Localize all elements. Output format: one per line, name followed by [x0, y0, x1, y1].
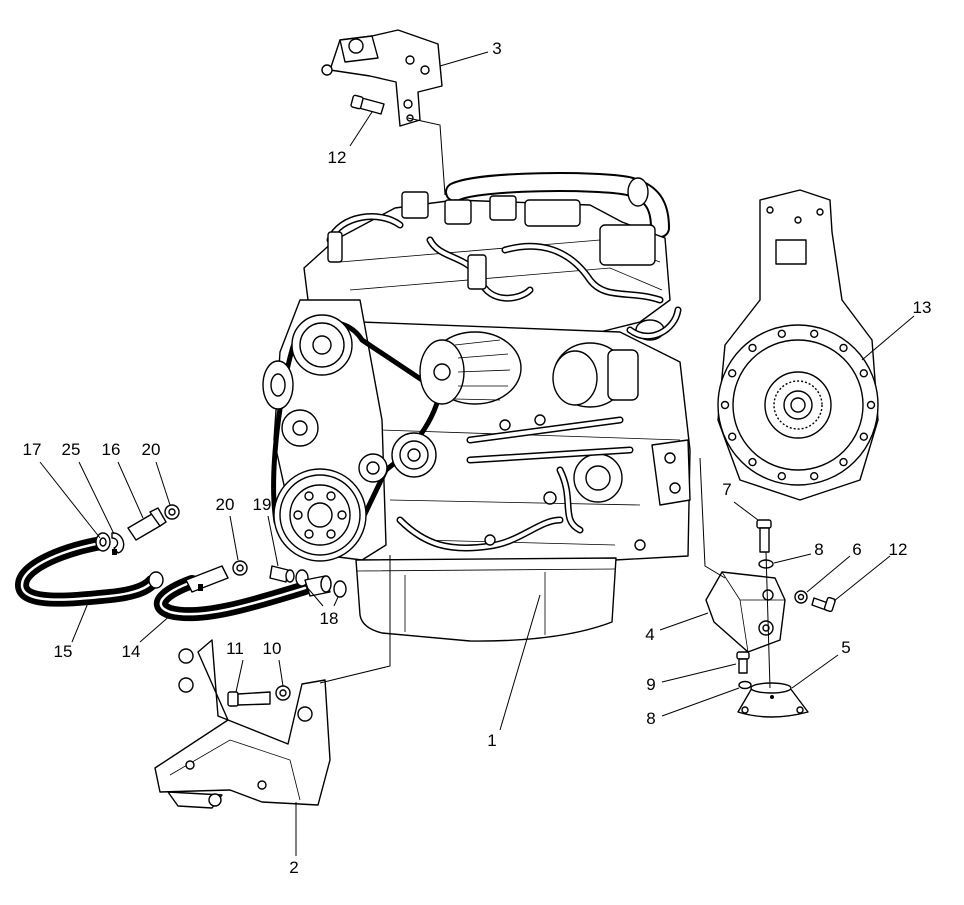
block-bolt — [499, 419, 511, 431]
callout-5: 5 — [841, 638, 850, 657]
callout-18: 18 — [320, 609, 339, 628]
callout-12-right: 12 — [889, 540, 908, 559]
bolt-7 — [756, 519, 772, 553]
block-bolt — [543, 491, 557, 505]
injector — [444, 199, 472, 225]
flywheel-housing-bolt — [777, 472, 786, 481]
fitting-19 — [269, 565, 295, 583]
callout-13: 13 — [913, 298, 932, 317]
flywheel-housing-bolt — [728, 432, 737, 441]
callout-3: 3 — [492, 39, 501, 58]
callout-20-a: 20 — [142, 440, 161, 459]
starter-motor — [552, 342, 639, 408]
flywheel-housing-bolt — [866, 400, 876, 410]
leader-lines — [39, 51, 915, 856]
block-bolt — [634, 539, 646, 551]
rubber-mount-5 — [737, 682, 809, 718]
flywheel-housing-bolt — [748, 343, 757, 353]
flywheel-housing-bolt — [810, 329, 819, 338]
callout-20-b: 20 — [216, 495, 235, 514]
callout-12-top: 12 — [328, 148, 347, 167]
oil-pan — [355, 557, 617, 642]
flywheel-housing-bolt — [748, 457, 757, 467]
callout-1: 1 — [487, 731, 496, 750]
washer-10 — [275, 685, 291, 701]
flywheel-housing-bolt — [859, 369, 868, 378]
clamp-25 — [111, 532, 125, 555]
callout-8-top: 8 — [814, 540, 823, 559]
engine-mount-4 — [705, 571, 786, 653]
bolt-9 — [736, 651, 750, 674]
flywheel-housing-bolt — [810, 472, 819, 481]
hose-end-fitting — [304, 575, 332, 597]
sensor — [327, 231, 343, 263]
callout-7: 7 — [722, 480, 731, 499]
flywheel-housing-bolt — [839, 457, 848, 467]
tube-flange — [627, 177, 649, 207]
cap-20-b — [232, 560, 248, 576]
flywheel-housing-bolt — [720, 400, 730, 410]
crankshaft-pulley — [273, 468, 367, 562]
flywheel-housing-bolt — [839, 343, 848, 353]
callout-4: 4 — [645, 625, 654, 644]
engine-bracket-2 — [154, 639, 331, 809]
bolt-11 — [227, 691, 271, 707]
callout-15: 15 — [54, 642, 73, 661]
callout-17: 17 — [23, 440, 42, 459]
block-bolt — [484, 534, 496, 546]
callout-9: 9 — [646, 675, 655, 694]
callout-16: 16 — [102, 440, 121, 459]
hose-15 — [14, 536, 164, 607]
callout-8-bottom: 8 — [646, 709, 655, 728]
alternator — [419, 331, 522, 405]
callout-6: 6 — [852, 540, 861, 559]
flywheel-housing — [717, 189, 879, 501]
fuel-rail-box — [524, 199, 581, 227]
callout-19: 19 — [253, 495, 272, 514]
engine-bracket-top — [321, 29, 443, 127]
callout-labels: 3 12 13 17 25 16 20 20 19 7 8 6 12 4 5 9… — [23, 39, 932, 877]
fitting-14 — [185, 565, 229, 593]
bolt-12-right — [811, 596, 836, 613]
callout-10: 10 — [263, 639, 282, 658]
fitting-16 — [127, 507, 167, 541]
flywheel-housing-bolt — [859, 432, 868, 441]
flywheel-housing-bolt — [728, 369, 737, 378]
water-pump-pulley — [291, 314, 353, 376]
callout-14: 14 — [122, 642, 141, 661]
block-bolt — [534, 414, 546, 426]
injector — [401, 191, 429, 219]
hose-14 — [154, 575, 312, 622]
callout-25: 25 — [62, 440, 81, 459]
flywheel-bolts — [720, 329, 876, 481]
egr-valve — [599, 224, 656, 266]
bolt-12-top — [350, 94, 385, 115]
washer-8-bottom — [738, 680, 752, 690]
injector — [489, 195, 517, 221]
cap-20-a — [164, 504, 180, 520]
engine-assembly — [262, 172, 691, 642]
callout-2: 2 — [289, 858, 298, 877]
sensor — [467, 254, 487, 290]
washer-6 — [794, 590, 808, 604]
callout-11: 11 — [226, 639, 244, 658]
flywheel-housing-bolt — [777, 329, 786, 338]
